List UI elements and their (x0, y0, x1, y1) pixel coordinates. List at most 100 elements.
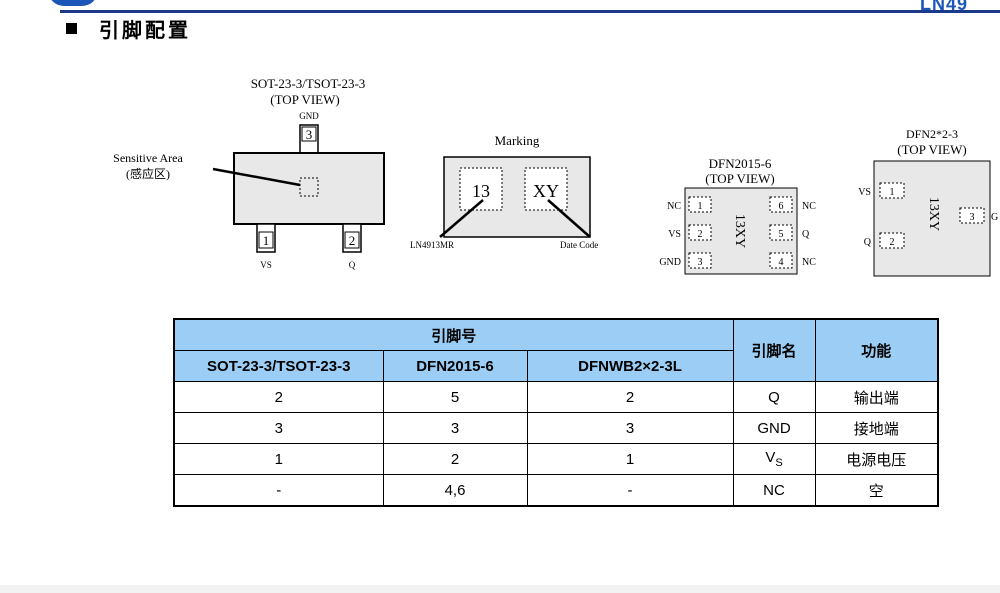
cell-sot: - (173, 474, 384, 507)
dfn2015-pin4-number: 4 (779, 257, 784, 268)
cell-dfnwb: 1 (526, 443, 734, 475)
function-header: 功能 (814, 318, 939, 382)
cell-sot: 2 (173, 381, 384, 413)
dfn2015-pin2-number: 2 (698, 229, 703, 240)
marking-code2: XY (533, 181, 559, 201)
pin-name-text: GND (757, 419, 791, 437)
cell-dfnwb: - (526, 474, 734, 507)
dfn2015-pin6-number: 6 (779, 201, 784, 212)
dfn2015-pin1 (688, 196, 712, 213)
sot-view-label: (TOP VIEW) (270, 92, 339, 107)
sot-pin1-label: VS (260, 260, 272, 270)
column-header-dfn2015: DFN2015-6 (382, 350, 528, 382)
dfn2015-pin2-label: VS (668, 229, 681, 240)
dfn2015-pin3-label: GND (659, 257, 681, 268)
marking-code2-box (524, 167, 568, 211)
table-row: 2 5 2 Q 输出端 (173, 381, 939, 413)
section-heading: 引脚配置 (66, 16, 191, 42)
package-diagrams: SOT-23-3/TSOT-23-3 (TOP VIEW) GND 3 1 2 … (113, 76, 998, 277)
cell-dfn2015: 4,6 (382, 474, 528, 507)
cell-dfnwb: 2 (526, 381, 734, 413)
table-row: 1 2 1 VS 电源电压 (173, 443, 939, 475)
dfn22-view-label: (TOP VIEW) (897, 142, 966, 157)
company-logo (48, 0, 98, 6)
cell-pin-name: Q (732, 381, 816, 413)
table-header-row-1: 引脚号 引脚名 功能 (173, 318, 939, 382)
sot-body (233, 152, 385, 225)
pin-name-text: Q (768, 388, 780, 406)
cell-function: 接地端 (814, 412, 939, 444)
cell-pin-name: GND (732, 412, 816, 444)
header-rule (60, 10, 1000, 13)
column-header-sot: SOT-23-3/TSOT-23-3 (173, 350, 384, 382)
column-header-dfnwb: DFNWB2×2-3L (526, 350, 734, 382)
dfn2015-pin2 (688, 224, 712, 241)
pin-name-header: 引脚名 (732, 318, 816, 382)
section-title: 引脚配置 (99, 17, 191, 42)
dfn22-pin2 (879, 232, 905, 249)
page-header: LN49 (0, 0, 1000, 14)
cell-pin-name: NC (732, 474, 816, 507)
dfn22-pin2-label: Q (864, 237, 872, 248)
marking-pointer-left (439, 199, 484, 238)
dfn2015-pin6 (769, 196, 793, 213)
sot-pin2-label: Q (349, 260, 356, 270)
cell-dfn2015: 2 (382, 443, 528, 475)
cell-function: 空 (814, 474, 939, 507)
cell-dfn2015: 3 (382, 412, 528, 444)
sot-pin3-number: 3 (306, 127, 313, 142)
dfn22-pin3-number: 3 (970, 212, 975, 223)
marking-pointer-right (547, 199, 591, 238)
table-row: 3 3 3 GND 接地端 (173, 412, 939, 444)
footer-band (0, 585, 1000, 593)
cell-sot: 1 (173, 443, 384, 475)
dfn22-pin1 (879, 182, 905, 199)
pin-name-subscript: S (775, 457, 783, 469)
dfn22-pin1-number: 1 (890, 187, 895, 198)
dfn2015-pin3 (688, 252, 712, 269)
dfn22-body-mark: 13XY (926, 197, 941, 231)
cell-pin-name: VS (732, 443, 816, 475)
dfn22-pin3-label: G (991, 212, 998, 223)
dfn2015-pin4-label: NC (802, 257, 816, 268)
dfn2015-pin1-label: NC (667, 201, 681, 212)
dfn2015-pin6-label: NC (802, 201, 816, 212)
sensitive-area-zh-label: (感应区) (126, 166, 170, 181)
dfn2015-body-mark: 13XY (732, 214, 747, 248)
sot-pin1-number: 1 (263, 233, 270, 248)
pin-name-text: V (765, 449, 776, 466)
sot-top-pin-label: GND (299, 111, 319, 121)
square-bullet-icon (66, 22, 77, 34)
table-row: - 4,6 - NC 空 (173, 474, 939, 507)
dfn2015-package-name: DFN2015-6 (709, 156, 772, 171)
sot-package-name: SOT-23-3/TSOT-23-3 (251, 76, 366, 91)
dfn2015-pin5 (769, 224, 793, 241)
cell-dfnwb: 3 (526, 412, 734, 444)
sensitive-area-box (299, 177, 319, 197)
cell-function: 电源电压 (814, 443, 939, 475)
dfn22-pin3 (959, 207, 985, 224)
dfn2015-view-label: (TOP VIEW) (705, 171, 774, 186)
marking-left-caption: LN4913MR (410, 240, 454, 250)
sot-pin2-number: 2 (349, 233, 356, 248)
sot-pin2-box (344, 231, 360, 249)
sensitive-area-pointer (212, 167, 301, 187)
marking-title: Marking (495, 133, 540, 148)
sot-pin3-box (301, 126, 317, 142)
pin-number-group-header: 引脚号 (173, 318, 734, 351)
pin-config-table: 引脚号 引脚名 功能 SOT-23-3/TSOT-23-3 DFN2015-6 … (173, 318, 940, 507)
dfn22-diagram: DFN2*2-3 (TOP VIEW) 1 2 3 VS Q G 13XY (858, 127, 998, 277)
sot23-diagram: SOT-23-3/TSOT-23-3 (TOP VIEW) GND 3 1 2 … (113, 76, 385, 270)
dfn22-package-name: DFN2*2-3 (906, 127, 958, 141)
dfn2015-pin3-number: 3 (698, 257, 703, 268)
dfn2015-pin1-number: 1 (698, 201, 703, 212)
cell-function: 输出端 (814, 381, 939, 413)
table-header-row-2: SOT-23-3/TSOT-23-3 DFN2015-6 DFNWB2×2-3L (173, 350, 938, 382)
dfn2015-pin4 (769, 252, 793, 269)
cell-dfn2015: 5 (382, 381, 528, 413)
dfn2015-diagram: DFN2015-6 (TOP VIEW) 1 2 3 NC VS GND 6 5… (659, 156, 816, 275)
dfn22-pin2-number: 2 (890, 237, 895, 248)
marking-code1: 13 (472, 181, 490, 201)
marking-right-caption: Date Code (560, 240, 598, 250)
marking-diagram: Marking 13 XY LN4913MR Date Code (410, 133, 598, 250)
